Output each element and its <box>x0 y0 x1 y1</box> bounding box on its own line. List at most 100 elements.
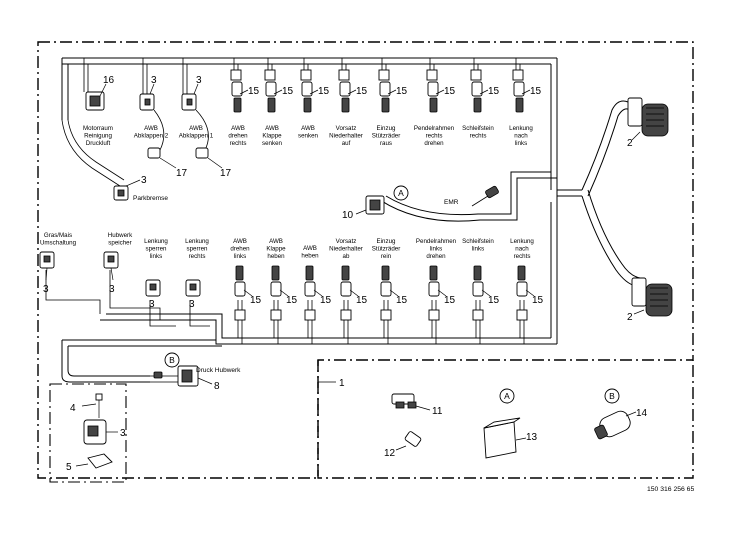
callout-3-a: 3 <box>151 75 157 86</box>
callout-2-top: 2 <box>627 138 633 149</box>
svg-text:15: 15 <box>318 86 330 97</box>
connector-lenkung-sperren-rechts: 3 <box>185 279 201 310</box>
svg-text:15: 15 <box>286 295 298 306</box>
bottom-valve-connectors: 15 15 15 15 15 15 15 15 <box>234 265 544 321</box>
bottom-harness-trunk <box>45 196 558 383</box>
valve-top-6: 15 <box>426 69 456 113</box>
svg-text:3: 3 <box>109 284 115 295</box>
connector-gras-mais: 3 <box>39 251 55 295</box>
svg-text:15: 15 <box>532 295 544 306</box>
callout-17-b: 17 <box>220 168 232 179</box>
parkbremse-connector: 3 Parkbremse <box>113 175 168 202</box>
callout-12: 12 <box>384 448 396 459</box>
connector-awb-abklappen-2: 3 <box>139 75 157 111</box>
callout-4: 4 <box>70 403 76 414</box>
callout-11: 11 <box>432 406 443 417</box>
part-12: 12 <box>384 431 422 459</box>
svg-text:15: 15 <box>444 295 456 306</box>
fittings-17: 17 17 <box>147 109 232 179</box>
svg-text:3: 3 <box>149 299 155 310</box>
callout-3-detail: 3 <box>120 428 126 439</box>
marker-b-detail: B <box>609 391 615 401</box>
valve-top-2: 15 <box>264 69 294 113</box>
marker-a-top: A <box>398 188 404 198</box>
label-emr: EMR <box>444 199 459 206</box>
valve-bottom-7: 15 <box>472 265 500 321</box>
callout-10: 10 <box>342 210 354 221</box>
valve-top-3: 15 <box>300 69 330 113</box>
valve-bottom-5: 15 <box>380 265 408 321</box>
svg-text:15: 15 <box>356 295 368 306</box>
connector-awb-abklappen-1: 3 <box>181 75 202 111</box>
svg-text:3: 3 <box>189 299 195 310</box>
svg-text:15: 15 <box>396 86 408 97</box>
svg-text:15: 15 <box>488 295 500 306</box>
part-14-connector: B 14 <box>594 388 648 440</box>
valve-bottom-1: 15 <box>234 265 262 321</box>
callout-3-parkbremse: 3 <box>141 175 147 186</box>
callout-1: 1 <box>339 378 345 389</box>
detail-box-connector-3: 4 3 5 <box>49 383 127 483</box>
valve-top-4: 15 <box>338 69 368 113</box>
callout-16: 16 <box>103 75 115 86</box>
document-number: 150 316 256 65 <box>647 486 694 493</box>
bottom-small-connectors: 3 3 3 3 <box>39 251 201 310</box>
label-druck-hubwerk: Druck Hubwerk <box>196 367 241 374</box>
svg-text:15: 15 <box>250 295 262 306</box>
part-11: 11 <box>391 393 443 417</box>
callout-8: 8 <box>214 381 220 392</box>
marker-a-detail: A <box>504 391 510 401</box>
valve-top-7: 15 <box>470 69 500 113</box>
round-connector-top: 2 <box>627 97 669 149</box>
valve-bottom-3: 15 <box>304 265 332 321</box>
valve-top-1: 15 <box>230 69 260 113</box>
valve-bottom-6: 15 <box>428 265 456 321</box>
top-valve-connectors: 15 15 15 15 15 15 15 15 <box>230 69 542 113</box>
connector-16: 16 <box>85 75 115 111</box>
valve-bottom-4: 15 <box>340 265 368 321</box>
harness-frame: 1 <box>37 41 694 479</box>
label-parkbremse: Parkbremse <box>133 195 168 202</box>
callout-14: 14 <box>636 408 648 419</box>
valve-bottom-8: 15 <box>516 265 544 321</box>
druck-hubwerk-sensor: 8 Druck Hubwerk B <box>150 352 241 392</box>
valve-top-5: 15 <box>378 69 408 113</box>
svg-text:15: 15 <box>248 86 260 97</box>
svg-text:15: 15 <box>282 86 294 97</box>
svg-text:15: 15 <box>444 86 456 97</box>
callout-13: 13 <box>526 432 538 443</box>
marker-b-top: B <box>169 355 175 365</box>
connector-hubwerk-speicher: 3 <box>103 251 119 295</box>
svg-text:15: 15 <box>320 295 332 306</box>
callout-5: 5 <box>66 462 72 473</box>
emr-branch: EMR 10 A <box>342 171 557 222</box>
round-connector-bottom: 2 <box>627 277 673 323</box>
svg-text:15: 15 <box>396 295 408 306</box>
svg-text:3: 3 <box>43 284 49 295</box>
callout-17-a: 17 <box>176 168 188 179</box>
